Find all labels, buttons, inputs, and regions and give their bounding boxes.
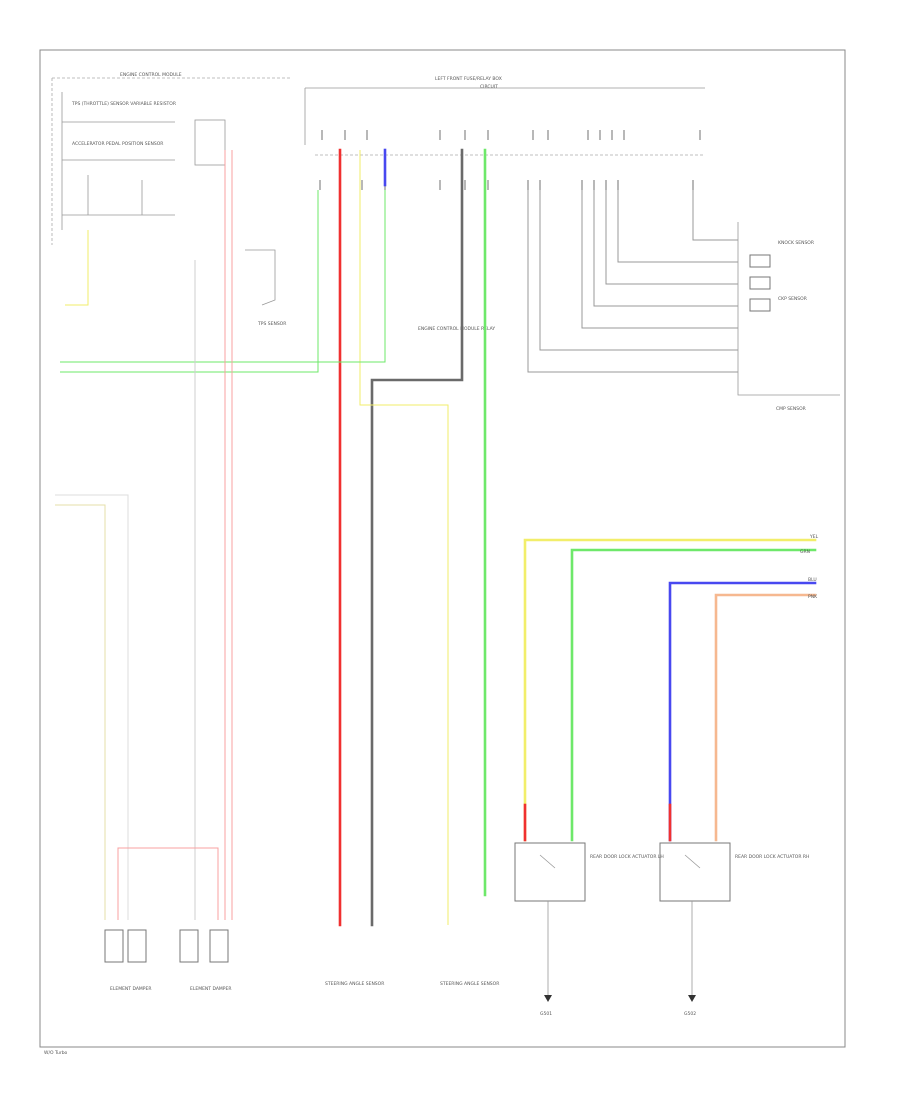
knock-sensor-label: KNOCK SENSOR	[778, 240, 814, 246]
cmp-sensor-label: CMP SENSOR	[776, 406, 806, 412]
center-header-label: LEFT FRONT FUSE/RELAY BOX	[435, 76, 502, 82]
wire-blue-right	[668, 581, 817, 842]
ecm-terminal-block	[194, 119, 226, 166]
switch1-label: REAR DOOR LOCK ACTUATOR LH	[590, 854, 664, 860]
switch2-label: REAR DOOR LOCK ACTUATOR RH	[735, 854, 809, 860]
connector-pins	[319, 130, 701, 190]
sensor-enclosure	[737, 222, 840, 396]
sensor-coils	[749, 254, 771, 312]
bottom-left-label2: ELEMENT DAMPER	[190, 986, 232, 992]
ecm-header-label: ENGINE CONTROL MODULE	[120, 72, 182, 78]
bottom-mid-label1: STEERING ANGLE SENSOR	[325, 981, 384, 987]
ground-arrows	[544, 995, 696, 1002]
label-pnk: PNK	[808, 594, 818, 600]
switch-box-1	[514, 842, 586, 902]
wire-green-h1	[60, 190, 386, 363]
wire-tan-left	[55, 504, 106, 920]
ckp-sensor-label: CKP SENSOR	[778, 296, 807, 302]
bottom-mid-label2: STEERING ANGLE SENSOR	[440, 981, 499, 987]
label-grn: GRN	[800, 549, 810, 555]
ground1-label: G501	[540, 1011, 552, 1017]
ecm-sub1-label: TPS (THROTTLE) SENSOR VARIABLE RESISTOR	[71, 101, 176, 107]
diagram-frame	[39, 49, 846, 1048]
sensor-wires	[527, 190, 738, 373]
tps-sensor-label: TPS SENSOR	[257, 321, 286, 327]
center-enclosure	[304, 87, 705, 145]
wire-gray-main	[370, 148, 464, 927]
wire-thin-left	[55, 494, 129, 920]
ground-wires	[547, 901, 693, 995]
switch-box-2	[659, 842, 731, 902]
wire-salmon-right	[714, 593, 817, 842]
ecm-sub2-label: ACCELERATOR PEDAL POSITION SENSOR	[72, 141, 163, 147]
wire-yellow-main	[359, 150, 449, 925]
center-sub-label: CIRCUIT	[480, 84, 498, 90]
label-ylw: YEL	[809, 534, 819, 540]
ground2-label: G502	[684, 1011, 696, 1017]
switch-contacts	[539, 854, 701, 869]
ecm-enclosure	[51, 77, 290, 245]
wire-pink-loop	[117, 847, 219, 920]
wire-yellow-left	[65, 230, 89, 306]
wire-yellow-right	[523, 538, 817, 842]
center-box-label: ENGINE CONTROL MODULE RELAY	[418, 326, 495, 332]
wire-green-right	[570, 548, 817, 842]
bottom-left-label1: ELEMENT DAMPER	[110, 986, 152, 992]
page-label: W/O Turbo	[44, 1050, 68, 1056]
wire-green-h2	[60, 190, 319, 373]
ecm-inner-lines	[61, 92, 175, 230]
label-blu: BLU	[808, 577, 817, 583]
bottom-left-connectors	[104, 929, 229, 963]
tps-sensor-symbol	[245, 249, 276, 306]
